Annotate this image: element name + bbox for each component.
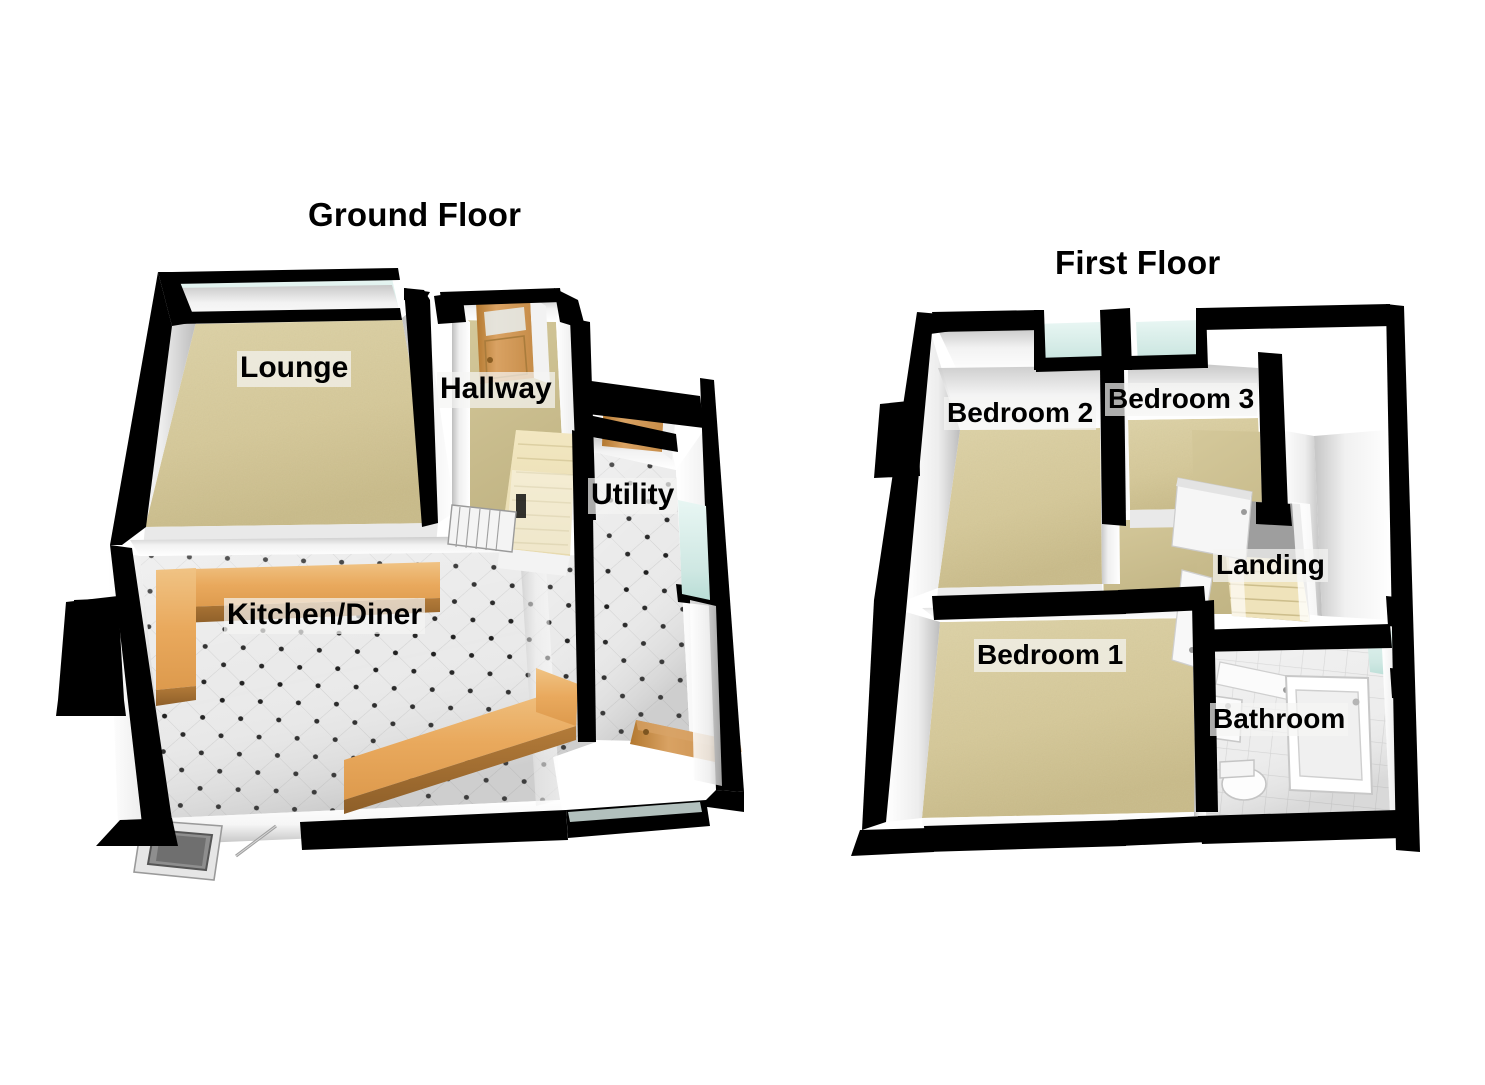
bedroom-2-floor [938,428,1102,588]
wall-face-bed1-left [886,612,940,822]
kitchen-counter-lower [344,668,578,814]
radiator [447,504,517,553]
bedroom-2-window [1034,322,1102,368]
toilet [1219,759,1267,801]
front-door [476,296,550,384]
wall-face-landing-far [1314,430,1392,620]
first-floor-wall-tops [851,304,1420,856]
room-label-lounge: Lounge [237,351,352,387]
first-floor-title: First Floor [1055,244,1221,281]
room-label-bedroom-1: Bedroom 1 [974,639,1127,673]
room-label-hallway: Hallway [437,372,555,408]
door-bedroom-3 [1171,477,1253,561]
staircase-ground [497,430,592,576]
room-label-bedroom-2: Bedroom 2 [944,397,1097,431]
utility-floor [584,450,690,742]
room-label-bedroom-3: Bedroom 3 [1105,383,1258,417]
ground-wall-tops [56,268,744,850]
room-label-landing: Landing [1213,549,1328,583]
ground-floor-title: Ground Floor [308,196,522,233]
bedroom-3-window [1136,320,1200,366]
room-label-bathroom: Bathroom [1210,703,1349,737]
utility-window [678,500,710,600]
wall-face-right-strip [690,600,722,786]
room-label-kitchen-diner: Kitchen/Diner [224,598,426,634]
wall-face-bed2-top [938,328,1042,372]
kitchen-rear-glass [568,802,702,822]
room-label-utility: Utility [588,478,678,514]
ground-floor-plan [56,268,744,881]
lounge-floor [145,318,438,527]
wall-face-kitchen-top [130,536,524,556]
wall-face-hallway-left [452,308,470,520]
